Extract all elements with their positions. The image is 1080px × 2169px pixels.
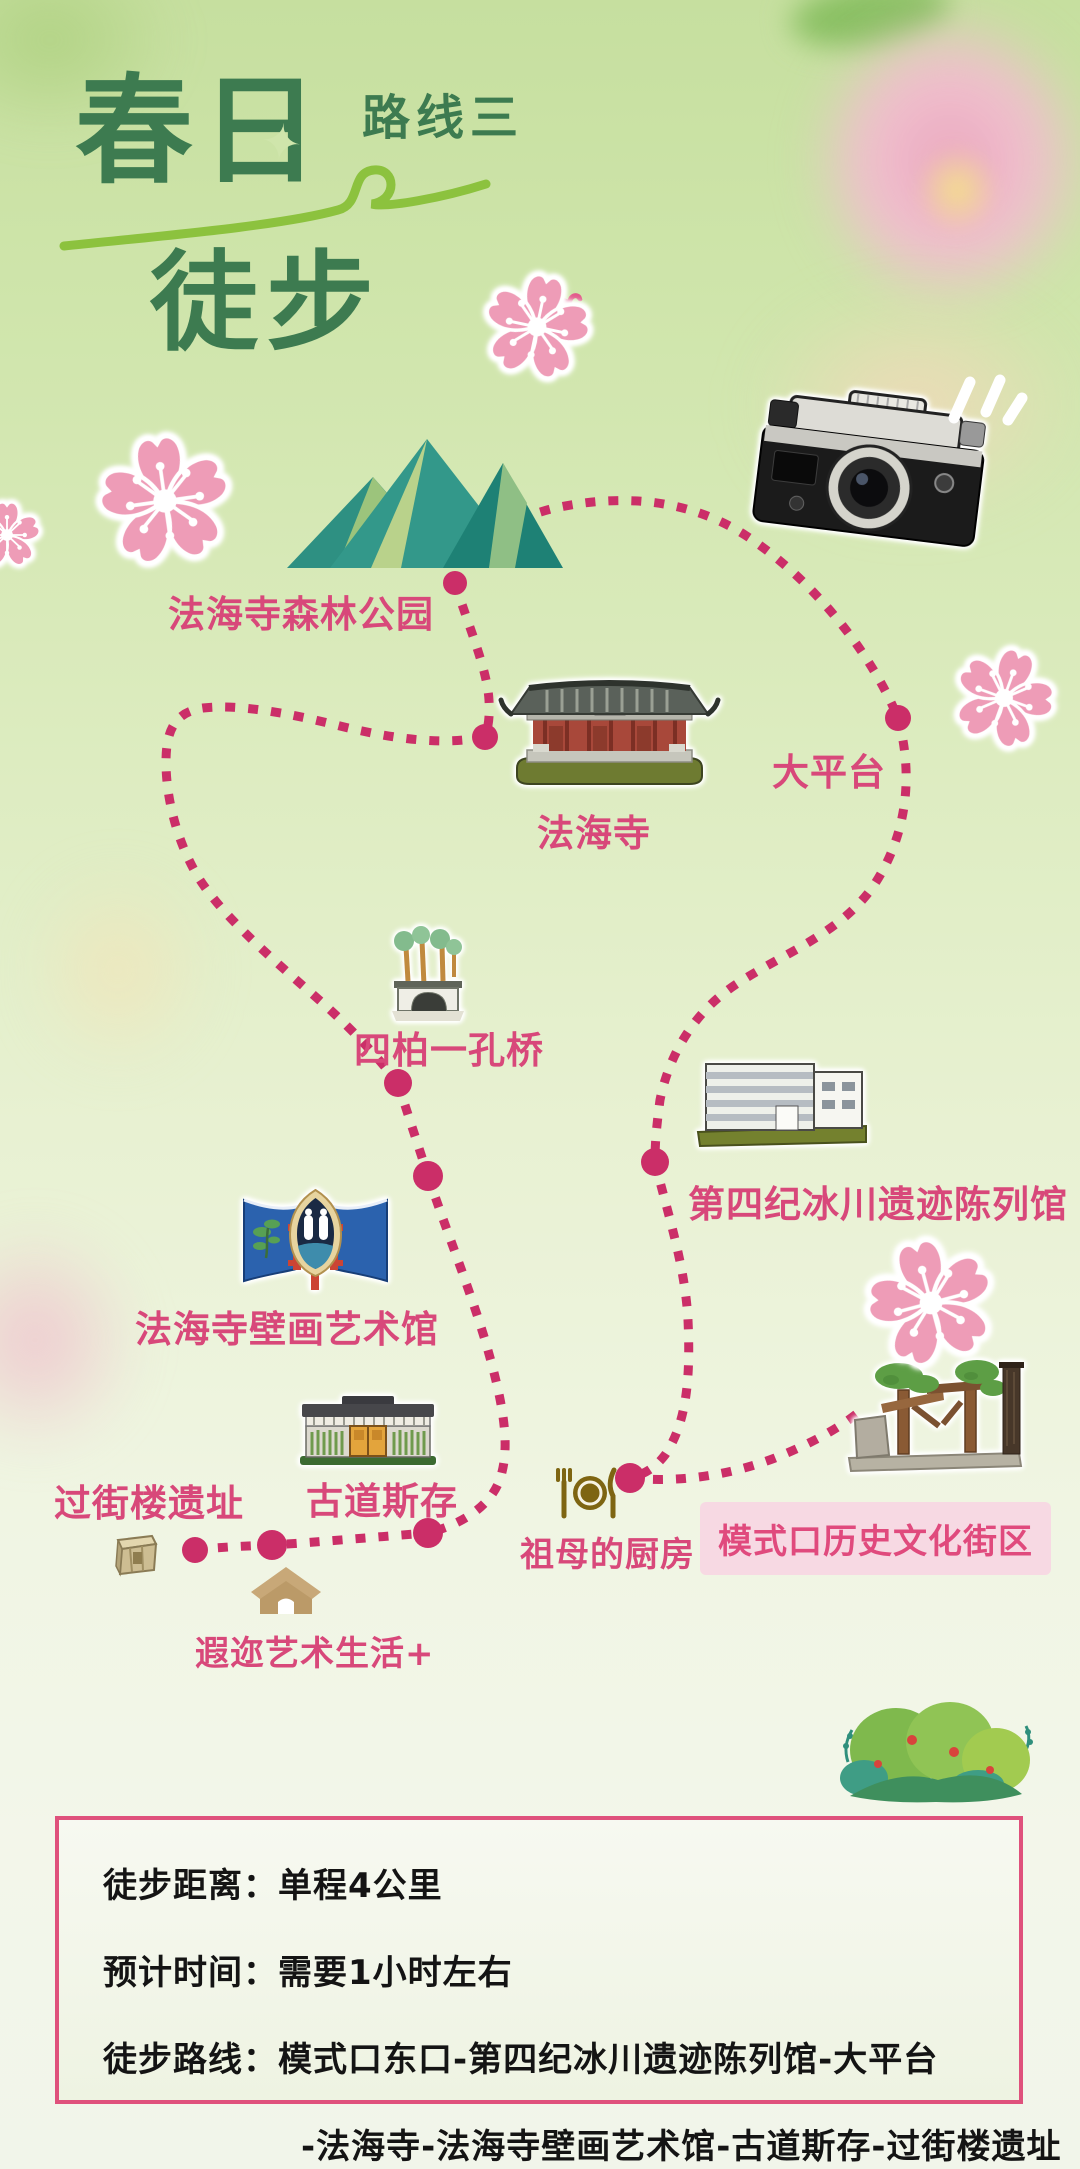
ruins-box-icon <box>115 1534 158 1577</box>
route-kitchen-to-moshikou <box>629 1402 870 1484</box>
label-fahai-temple: 法海寺 <box>537 812 651 855</box>
label-guojielou-ruins: 过街楼遗址 <box>54 1482 244 1525</box>
route-number-tag: 路线三 <box>362 90 525 146</box>
label-gudao-sicun: 古道斯存 <box>306 1480 458 1523</box>
mural-museum-icon <box>238 1184 393 1298</box>
sakura-flower-sticker <box>467 257 607 397</box>
label-forest-park: 法海寺森林公园 <box>168 593 434 636</box>
label-dapingtai: 大平台 <box>772 751 886 794</box>
gudao-building-icon <box>298 1396 438 1472</box>
route-temple-loop-to-bridge <box>161 702 486 1086</box>
bridge-icon <box>388 925 468 1029</box>
star-sparkle-icon: ✦ <box>256 111 306 175</box>
label-glacier-museum: 第四纪冰川遗迹陈列馆 <box>688 1183 1068 1226</box>
mountain-icon <box>287 439 563 568</box>
route-node-bridge <box>384 1069 412 1097</box>
label-bridge: 四柏一孔桥 <box>354 1029 544 1072</box>
house-icon <box>251 1567 321 1614</box>
info-duration: 预计时间：需要1小时左右 <box>103 1953 513 1993</box>
route-node-forest-park <box>443 571 467 595</box>
museum-icon <box>690 1044 875 1158</box>
label-xiaer-art-life: 遐迩艺术生活+ <box>195 1634 435 1674</box>
sparkle-lines-icon <box>948 374 1028 426</box>
route-gudao-to-guojielou <box>194 1528 429 1555</box>
temple-icon <box>497 668 722 792</box>
sakura-flower-sticker <box>83 419 248 584</box>
squiggle-underline <box>59 165 491 251</box>
route-muralmuseum-to-gudao <box>423 1174 510 1538</box>
label-grandma-kitchen: 祖母的厨房 <box>520 1535 695 1575</box>
info-distance: 徒步距离：单程4公里 <box>103 1866 443 1906</box>
poster-title-line2: 徒步 <box>150 241 383 366</box>
route-node-dapingtai <box>885 705 911 731</box>
route-museum-to-kitchen <box>628 1160 694 1483</box>
sakura-flower-sticker <box>0 498 44 572</box>
route-node-grandma-kitchen <box>615 1463 645 1493</box>
route-dapingtai-to-museum <box>650 716 911 1163</box>
label-moshikou-district: 模式口历史文化街区 <box>700 1502 1051 1575</box>
route-forestpark-to-temple <box>450 581 494 739</box>
route-info-box: 徒步距离：单程4公里 预计时间：需要1小时左右 徒步路线：模式口东口-第四纪冰川… <box>55 1816 1060 2167</box>
info-route-part1: 徒步路线：模式口东口-第四纪冰川遗迹陈列馆-大平台 <box>103 2040 939 2080</box>
dining-icon <box>556 1467 617 1519</box>
route-node-glacier-museum <box>641 1148 669 1176</box>
route-node-fahai-temple <box>472 724 498 750</box>
label-mural-museum: 法海寺壁画艺术馆 <box>135 1308 439 1351</box>
route-node-guojielou <box>182 1537 208 1563</box>
archway-icon <box>843 1360 1028 1479</box>
info-route-part2: -法海寺-法海寺壁画艺术馆-古道斯存-过街楼遗址 <box>301 2127 1062 2167</box>
route-node-mural-museum <box>413 1161 443 1191</box>
route-node-gudao <box>413 1518 443 1548</box>
bush-icon <box>840 1702 1033 1803</box>
route-node-xiaer <box>257 1530 287 1560</box>
